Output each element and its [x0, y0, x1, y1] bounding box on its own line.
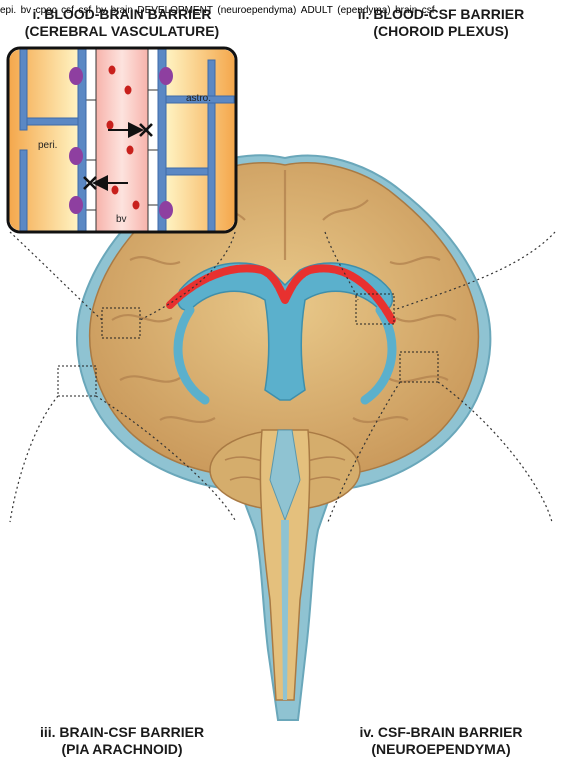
- panel-choroid-title-line1: ii. BLOOD-CSF BARRIER: [357, 6, 525, 22]
- marker-ependyma: [399, 351, 439, 383]
- panel-pia: csf bv brain: [78, 0, 137, 17]
- marker-pia: [57, 365, 97, 397]
- panel-choroid-title: ii. BLOOD-CSF BARRIER (CHOROID PLEXUS): [326, 6, 556, 40]
- panel-ependyma: DEVELOPMENT (neuroependyma) ADULT (epend…: [137, 0, 434, 17]
- panel-bbb-title-line1: i. BLOOD-BRAIN BARRIER: [32, 6, 212, 22]
- marker-choroid: [355, 293, 395, 325]
- panel-choroid-frame: epi. bv cpec csf: [0, 0, 78, 17]
- panel-ependyma-title-line2: (NEUROEPENDYMA): [371, 741, 511, 757]
- label-development: DEVELOPMENT: [137, 5, 213, 16]
- region-markers: [57, 293, 439, 397]
- connector-lines: [9, 231, 556, 523]
- marker-bbb: [101, 307, 141, 339]
- panel-bbb-title: i. BLOOD-BRAIN BARRIER (CEREBRAL VASCULA…: [8, 6, 236, 40]
- label-csf-3: csf: [78, 5, 92, 16]
- label-csf-2: csf: [61, 5, 74, 16]
- panel-bbb: peri. astro. bv: [6, 46, 238, 234]
- label-bv-1: bv: [116, 214, 127, 225]
- panel-choroid: epi. bv cpec csf: [0, 0, 78, 17]
- choroid-plexus: [166, 264, 396, 324]
- panel-pia-title-line1: iii. BRAIN-CSF BARRIER: [39, 724, 205, 740]
- panel-bbb-title-line2: (CEREBRAL VASCULATURE): [24, 23, 220, 39]
- panel-ependyma-title: iv. CSF-BRAIN BARRIER (NEUROEPENDYMA): [326, 724, 556, 758]
- ventricle-arcs: [173, 305, 397, 405]
- label-astro: astro.: [186, 93, 211, 104]
- panel-ependyma-title-line1: iv. CSF-BRAIN BARRIER: [359, 724, 523, 740]
- label-neuroependyma: (neuroependyma): [217, 5, 297, 16]
- panel-ependyma-frame: DEVELOPMENT (neuroependyma) ADULT (epend…: [137, 0, 434, 17]
- panel-pia-title: iii. BRAIN-CSF BARRIER (PIA ARACHNOID): [8, 724, 236, 758]
- label-epi: epi.: [0, 5, 17, 16]
- label-peri: peri.: [38, 140, 57, 151]
- label-adult: ADULT: [300, 5, 333, 16]
- label-cpec: cpec: [35, 5, 57, 16]
- brain-illustration: [76, 154, 492, 721]
- bbb-vessel-lumen: [96, 49, 148, 231]
- panel-pia-title-line2: (PIA ARACHNOID): [61, 741, 183, 757]
- astrocyte-processes: [19, 49, 235, 231]
- label-brain-3: brain: [110, 5, 133, 16]
- bbb-arrows: [83, 122, 153, 191]
- central-canal: [281, 520, 289, 700]
- panel-choroid-title-line2: (CHOROID PLEXUS): [373, 23, 509, 39]
- label-brain-4: brain: [395, 5, 418, 16]
- label-bv-3: bv: [95, 5, 107, 16]
- pericytes: [69, 67, 173, 219]
- fourth-ventricle: [269, 429, 301, 522]
- sulci: [111, 170, 457, 424]
- label-csf-4: csf: [421, 5, 435, 16]
- label-bv-2: bv: [20, 5, 32, 16]
- red-blood-cells: [106, 65, 140, 210]
- label-ependyma: (ependyma): [337, 5, 391, 16]
- panel-pia-frame: csf bv brain: [78, 0, 137, 17]
